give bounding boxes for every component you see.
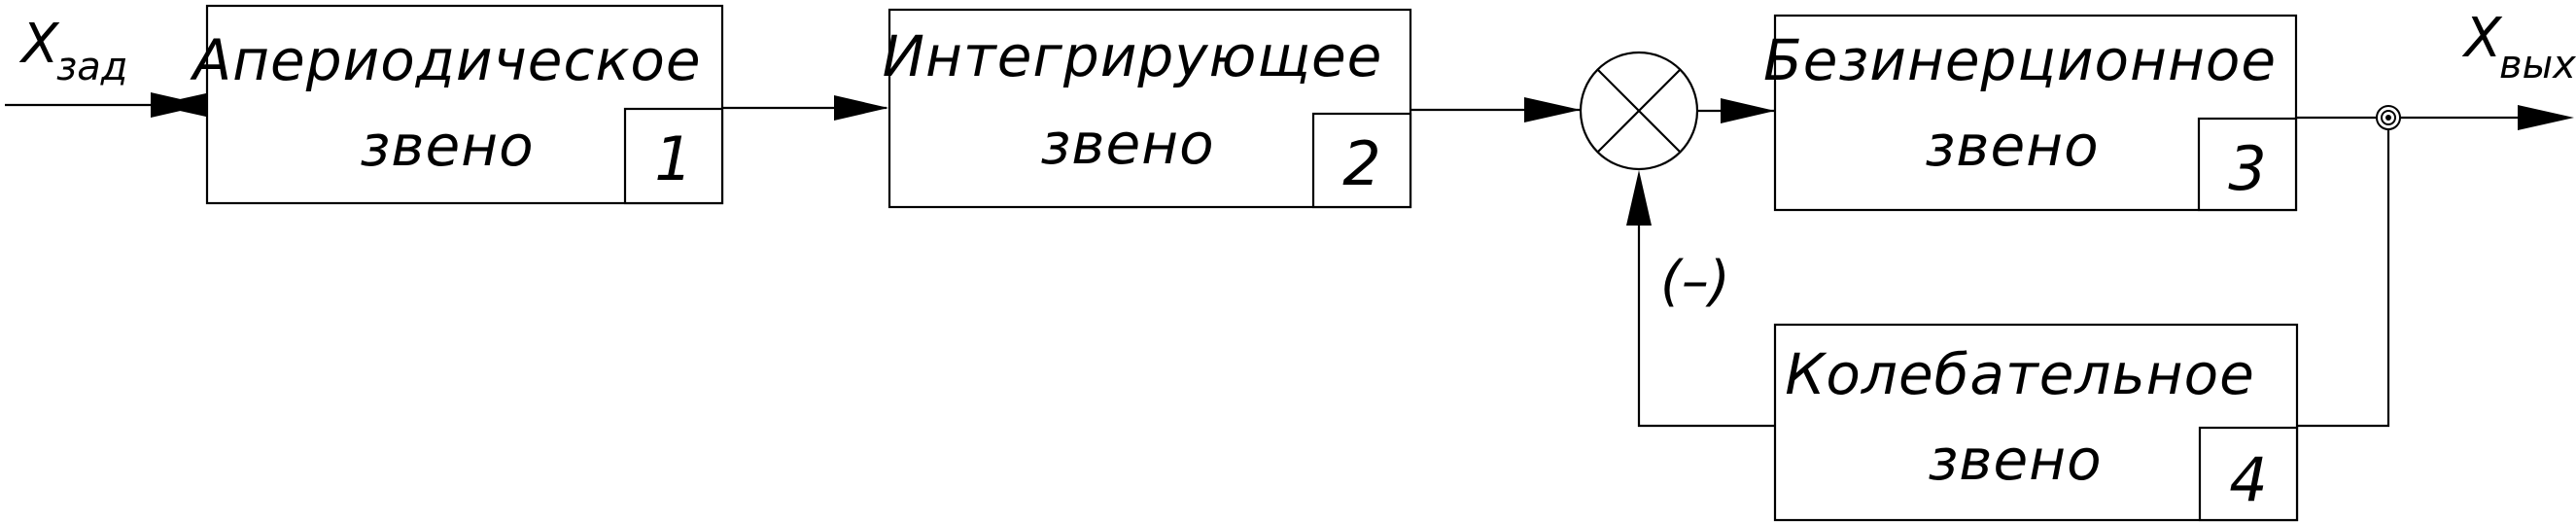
- block-3-label-line1: Безинерционное: [1763, 27, 2277, 93]
- feedback-sign-label: (–): [1660, 250, 1730, 313]
- block-3-label-line2: звено: [1925, 113, 2099, 179]
- input-signal-subscript: зад: [56, 45, 127, 89]
- input-signal-label: X зад: [18, 13, 127, 89]
- feedback-return-line: [1637, 226, 1775, 428]
- block-1-label-line2: звено: [360, 113, 534, 179]
- arrow-into-block-3: [1721, 98, 1775, 123]
- block-2: Интегрирующее звено 2: [883, 8, 1412, 209]
- output-signal-base: X: [2461, 7, 2503, 70]
- block-3-number-cell: [2197, 117, 2298, 212]
- arrow-into-block-2: [834, 95, 888, 121]
- block-2-number-cell: [1311, 112, 1412, 209]
- block-4: Колебательное звено 4: [1773, 323, 2299, 522]
- summing-cross-b: [1597, 69, 1681, 153]
- output-signal-subscript: вых: [2499, 43, 2576, 87]
- block-1-frame: [205, 4, 724, 205]
- summing-junction: [1579, 51, 1699, 171]
- block-3: Безинерционное звено 3: [1763, 14, 2298, 212]
- feedback-branch-line: [2297, 118, 2390, 428]
- block-2-label-line2: звено: [1040, 111, 1214, 177]
- block-4-number-cell: [2198, 426, 2299, 522]
- arrow-into-sum: [1524, 97, 1581, 122]
- arrow-into-sum-feedback: [1626, 170, 1652, 226]
- block-4-label-line1: Колебательное: [1785, 341, 2255, 407]
- branch-node: [2376, 105, 2401, 130]
- branch-node-dot: [2385, 115, 2391, 121]
- block-1: Апериодическое звено 1: [189, 4, 724, 205]
- block-1-number: 1: [654, 123, 692, 194]
- input-signal-base: X: [18, 13, 60, 76]
- connection-lines: [5, 103, 2518, 428]
- output-signal-label: X вых: [2461, 7, 2576, 87]
- block-3-number: 3: [2228, 133, 2266, 204]
- block-1-number-cell: [623, 107, 724, 205]
- block-2-label-line1: Интегрирующее: [883, 23, 1383, 89]
- arrow-into-block-1-head: [151, 92, 206, 118]
- block-2-number: 2: [1342, 128, 1380, 199]
- block-1-label-line1: Апериодическое: [189, 27, 701, 93]
- block-4-label-line2: звено: [1928, 427, 2102, 493]
- block-4-number: 4: [2229, 444, 2267, 515]
- arrow-output: [2518, 105, 2574, 130]
- arrowheads: [151, 92, 2574, 226]
